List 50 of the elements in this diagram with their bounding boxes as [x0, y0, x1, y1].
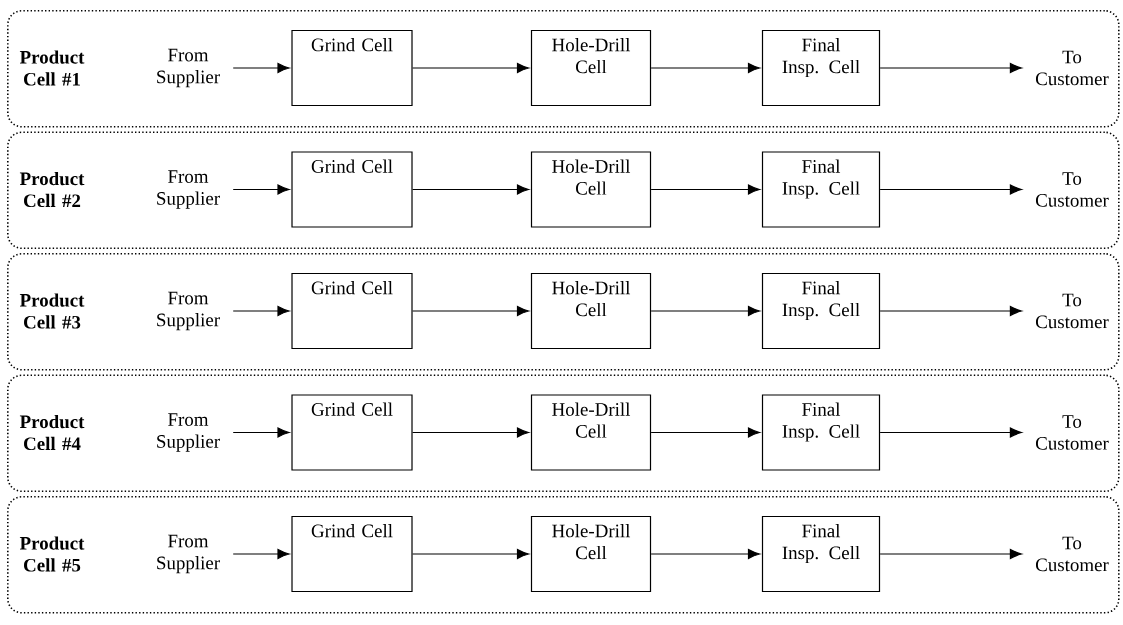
arrow [650, 184, 761, 195]
process-box: Grind Cell [291, 29, 413, 107]
flow-endpoint: From Supplier [157, 291, 220, 331]
flow-endpoint: To Customer [1036, 415, 1109, 450]
arrow [232, 62, 290, 74]
flow-endpoint: From Supplier [157, 534, 220, 574]
arrow [232, 184, 290, 195]
process-box: Grind Cell [291, 394, 413, 471]
process-box: Grind Cell [291, 151, 413, 228]
process-box: Grind Cell [291, 272, 413, 350]
arrow [412, 427, 530, 438]
flow-endpoint: From Supplier [157, 413, 220, 452]
band-heading: Product Cell #4 [19, 414, 85, 451]
arrow [879, 305, 1023, 317]
arrow [879, 62, 1023, 74]
arrow [650, 305, 761, 317]
flow-endpoint: From Supplier [157, 48, 220, 88]
arrow [412, 305, 530, 317]
flow-endpoint: To Customer [1036, 50, 1109, 86]
arrow [650, 427, 761, 438]
process-box: Final Insp. Cell [761, 272, 881, 350]
process-box: Final Insp. Cell [761, 394, 881, 471]
band-heading: Product Cell #3 [19, 293, 85, 329]
arrow [879, 427, 1023, 438]
band-heading: Product Cell #2 [19, 171, 85, 208]
band-heading: Product Cell #1 [19, 50, 85, 86]
arrow [412, 184, 530, 195]
flow-endpoint: To Customer [1036, 536, 1109, 572]
flow-endpoint: From Supplier [157, 170, 220, 209]
process-box: Grind Cell [291, 515, 413, 593]
arrow [879, 184, 1023, 195]
process-box: Hole-Drill Cell [530, 394, 652, 471]
process-box: Hole-Drill Cell [530, 515, 652, 593]
arrow [412, 62, 530, 74]
process-box: Final Insp. Cell [761, 515, 881, 593]
arrow [650, 548, 761, 559]
flow-endpoint: To Customer [1036, 172, 1109, 207]
band-heading: Product Cell #5 [19, 536, 85, 572]
arrow [232, 427, 290, 438]
arrow [232, 548, 290, 559]
process-box: Hole-Drill Cell [530, 151, 652, 228]
process-box: Final Insp. Cell [761, 151, 881, 228]
arrow [232, 305, 290, 317]
arrow [650, 62, 761, 74]
process-box: Final Insp. Cell [761, 29, 881, 107]
arrow [412, 548, 530, 559]
process-box: Hole-Drill Cell [530, 29, 652, 107]
flow-endpoint: To Customer [1036, 293, 1109, 329]
arrow [879, 548, 1023, 559]
process-box: Hole-Drill Cell [530, 272, 652, 350]
